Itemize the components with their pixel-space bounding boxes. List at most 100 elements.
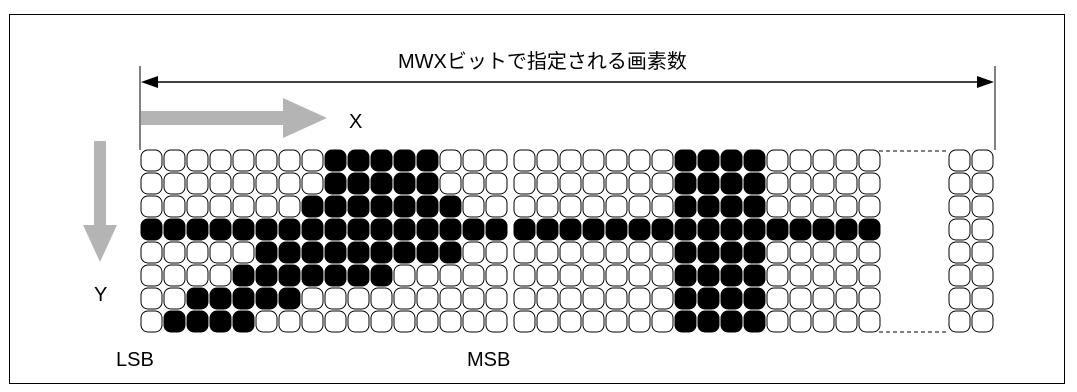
pixel-filled (674, 172, 697, 195)
pixel-empty (209, 241, 232, 264)
pixel-filled (255, 264, 278, 287)
pixel-empty (163, 172, 186, 195)
pixel-empty (971, 149, 994, 172)
pixel-empty (651, 310, 674, 333)
pixel-filled (301, 241, 324, 264)
pixel-empty (651, 149, 674, 172)
pixel-filled (140, 218, 163, 241)
pixel-empty (462, 149, 485, 172)
pixel-empty (462, 310, 485, 333)
figure-title: MWXビットで指定される画素数 (398, 51, 687, 73)
pixel-empty (255, 195, 278, 218)
pixel-empty (140, 172, 163, 195)
pixel-empty (559, 241, 582, 264)
pixel-empty (858, 310, 881, 333)
pixel-empty (209, 195, 232, 218)
pixel-filled (416, 172, 439, 195)
pixel-empty (858, 287, 881, 310)
pixel-empty (971, 218, 994, 241)
pixel-empty (485, 264, 508, 287)
pixel-empty (582, 172, 605, 195)
figure-frame (9, 14, 1065, 384)
pixel-empty (439, 264, 462, 287)
pixel-empty (628, 287, 651, 310)
pixel-filled (674, 149, 697, 172)
pixel-empty (948, 310, 971, 333)
pixel-empty (766, 195, 789, 218)
pixel-empty (812, 264, 835, 287)
pixel-empty (513, 195, 536, 218)
pixel-filled (416, 218, 439, 241)
pixel-empty (513, 172, 536, 195)
pixel-empty (370, 287, 393, 310)
pixel-filled (743, 310, 766, 333)
pixel-filled (232, 218, 255, 241)
pixel-filled (743, 195, 766, 218)
pixel-filled (370, 241, 393, 264)
pixel-filled (186, 218, 209, 241)
pixel-empty (536, 195, 559, 218)
pixel-filled (674, 287, 697, 310)
pixel-empty (835, 149, 858, 172)
pixel-filled (720, 195, 743, 218)
pixel-empty (232, 172, 255, 195)
pixel-filled (720, 264, 743, 287)
pixel-empty (278, 195, 301, 218)
pixel-filled (255, 287, 278, 310)
pixel-filled (393, 172, 416, 195)
pixel-filled (743, 241, 766, 264)
pixel-empty (439, 172, 462, 195)
pixel-empty (536, 149, 559, 172)
pixel-empty (858, 264, 881, 287)
pixel-empty (513, 149, 536, 172)
pixel-empty (163, 241, 186, 264)
pixel-empty (439, 287, 462, 310)
pixel-filled (301, 195, 324, 218)
pixel-filled (416, 195, 439, 218)
pixel-filled (789, 218, 812, 241)
pixel-empty (628, 149, 651, 172)
pixel-empty (278, 172, 301, 195)
pixel-filled (278, 241, 301, 264)
pixel-empty (301, 149, 324, 172)
pixel-empty (605, 195, 628, 218)
pixel-empty (605, 287, 628, 310)
pixel-empty (812, 195, 835, 218)
arrowhead-left-icon (141, 76, 158, 88)
pixel-empty (485, 310, 508, 333)
pixel-empty (140, 149, 163, 172)
pixel-filled (370, 172, 393, 195)
pixel-filled (255, 241, 278, 264)
pixel-empty (605, 149, 628, 172)
pixel-filled (697, 310, 720, 333)
pixel-filled (370, 195, 393, 218)
pixel-empty (255, 310, 278, 333)
pixel-filled (743, 218, 766, 241)
pixel-filled (439, 218, 462, 241)
pixel-filled (255, 218, 278, 241)
pixel-empty (163, 149, 186, 172)
pixel-empty (232, 241, 255, 264)
pixel-empty (835, 287, 858, 310)
pixel-empty (347, 310, 370, 333)
pixel-filled (743, 172, 766, 195)
pixel-empty (835, 241, 858, 264)
pixel-empty (416, 287, 439, 310)
pixel-empty (628, 172, 651, 195)
pixel-empty (812, 287, 835, 310)
pixel-filled (278, 287, 301, 310)
pixel-filled (835, 218, 858, 241)
pixel-empty (789, 241, 812, 264)
pixel-empty (651, 241, 674, 264)
pixel-filled (347, 241, 370, 264)
pixel-empty (812, 149, 835, 172)
pixel-filled (324, 241, 347, 264)
x-axis-label: X (349, 111, 363, 133)
pixel-filled (766, 218, 789, 241)
pixel-empty (513, 310, 536, 333)
pixel-empty (393, 287, 416, 310)
pixel-grid (140, 149, 994, 333)
pixel-empty (140, 287, 163, 310)
pixel-empty (140, 195, 163, 218)
pixel-filled (416, 149, 439, 172)
